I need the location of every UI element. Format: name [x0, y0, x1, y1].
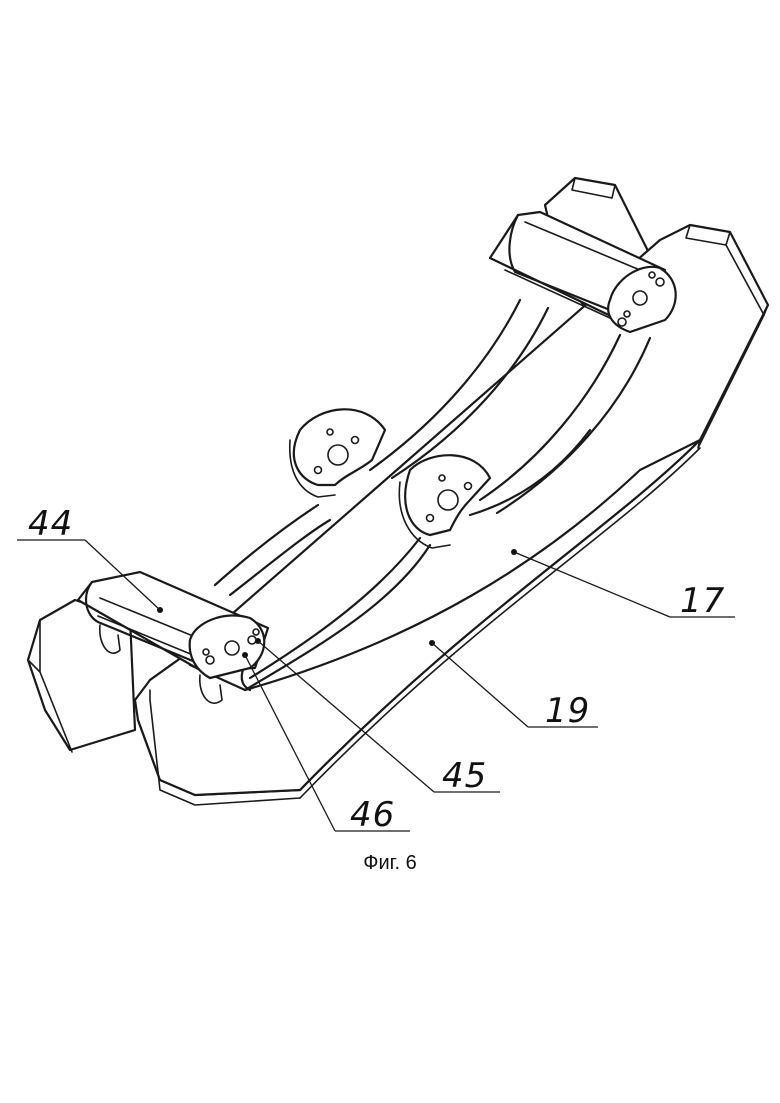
reference-label-45: 45: [442, 756, 487, 796]
reference-label-46: 46: [350, 795, 395, 835]
middle-hinge-lug-left: [290, 409, 385, 497]
figure-caption: Фиг. 6: [0, 852, 780, 875]
reference-label-44: 44: [28, 504, 73, 544]
reference-label-17: 17: [680, 581, 725, 621]
reference-label-19: 19: [545, 691, 590, 731]
